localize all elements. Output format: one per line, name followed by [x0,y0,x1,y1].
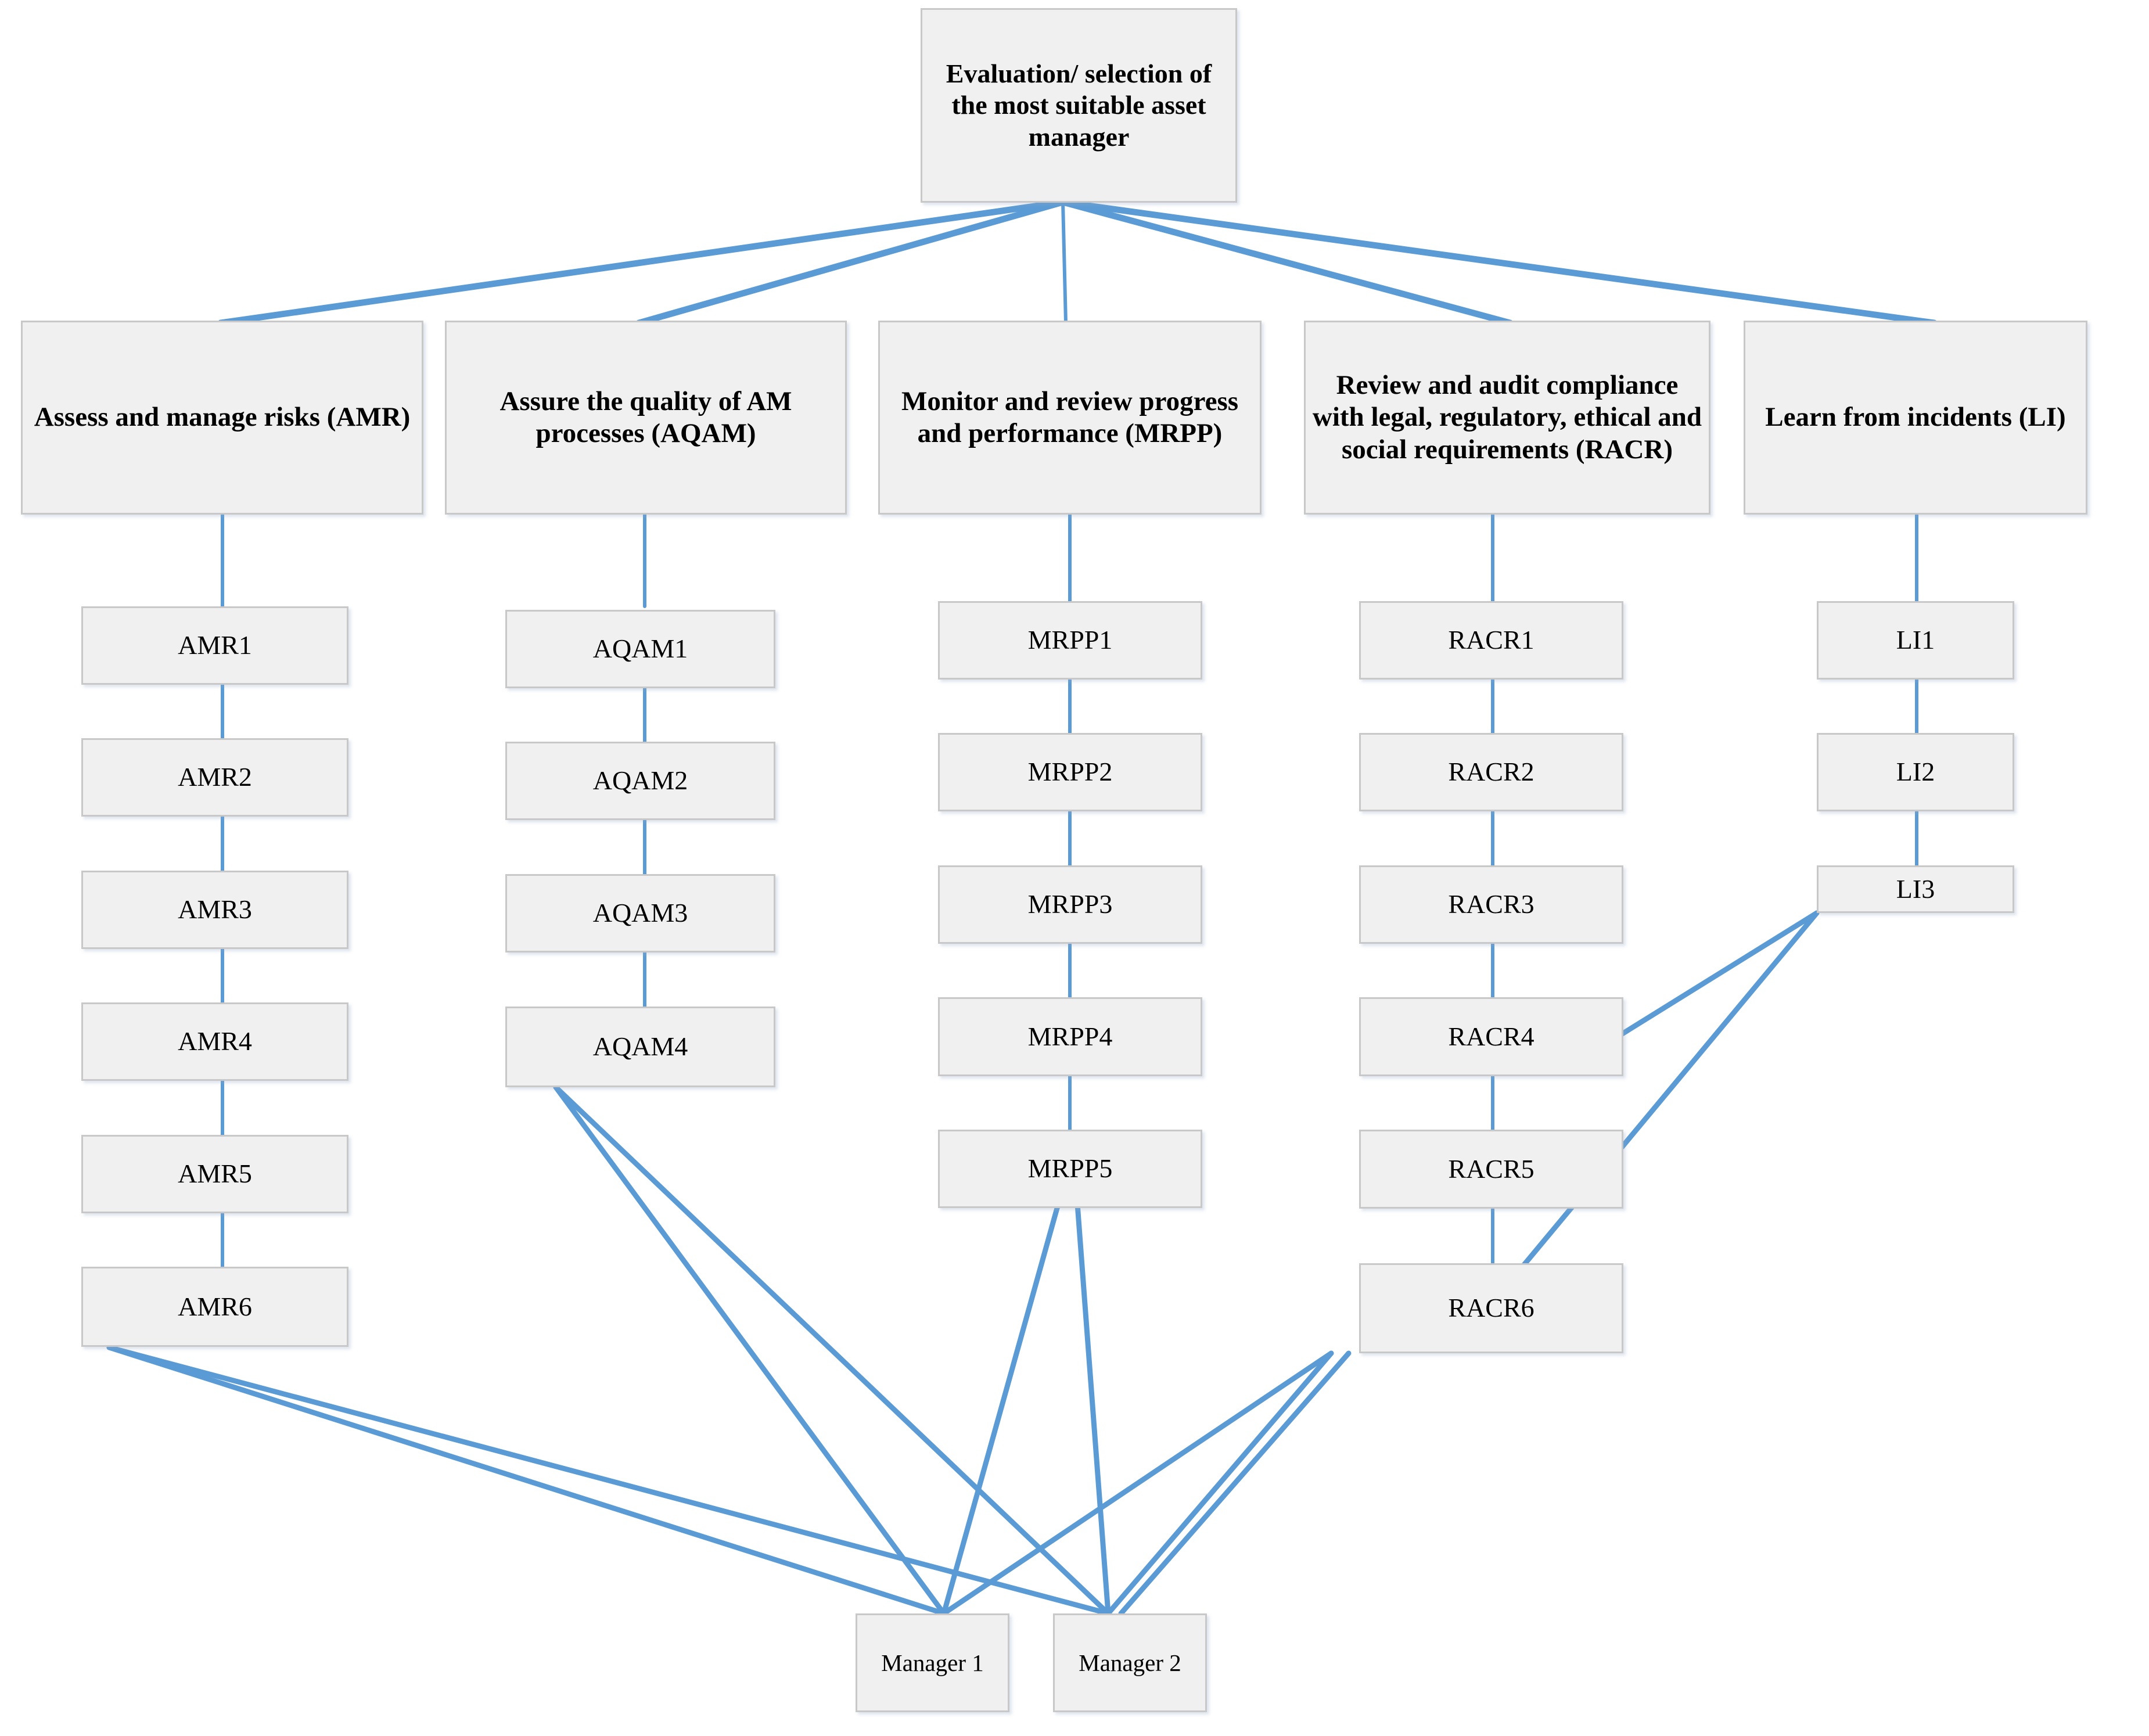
node-header-aqam-label: Assure the quality of AM processes (AQAM… [499,386,792,448]
node-manager-2-label: Manager 2 [1079,1649,1181,1676]
edge-li3-to-racr5 [1610,910,1820,1043]
node-header-mrpp[interactable]: Monitor and review progress and performa… [878,321,1262,515]
node-header-mrpp-label: Monitor and review progress and performa… [901,386,1239,448]
node-amr1[interactable]: AMR1 [81,606,348,685]
node-amr6[interactable]: AMR6 [81,1267,348,1347]
node-amr2-label: AMR2 [178,762,252,792]
edge-aqam4-to-manager1 [553,1084,947,1616]
node-racr2[interactable]: RACR2 [1359,733,1623,811]
node-amr4-label: AMR4 [178,1026,252,1056]
node-header-li[interactable]: Learn from incidents (LI) [1744,321,2087,515]
node-aqam1[interactable]: AQAM1 [505,610,775,688]
node-amr3[interactable]: AMR3 [81,871,348,949]
node-li3-label: LI3 [1896,874,1935,904]
edge-root-to-racr [1059,199,1514,326]
node-li1[interactable]: LI1 [1817,601,2014,680]
edge-root-to-mrpp [1061,200,1068,325]
node-li2[interactable]: LI2 [1817,733,2014,811]
node-aqam2-label: AQAM2 [592,765,688,796]
node-amr3-label: AMR3 [178,894,252,925]
node-mrpp3-label: MRPP3 [1027,889,1113,919]
edge-racr6-to-manager2-alt [1118,1350,1352,1616]
node-header-li-label: Learn from incidents (LI) [1765,402,2066,433]
node-header-aqam[interactable]: Assure the quality of AM processes (AQAM… [445,321,847,515]
node-manager-1[interactable]: Manager 1 [856,1613,1009,1712]
node-mrpp2-label: MRPP2 [1027,757,1113,787]
node-mrpp4[interactable]: MRPP4 [938,997,1202,1076]
node-li3[interactable]: LI3 [1817,865,2014,913]
node-racr4-label: RACR4 [1448,1021,1535,1051]
node-header-amr[interactable]: Assess and manage risks (AMR) [21,321,423,515]
node-li2-label: LI2 [1896,757,1935,787]
node-amr1-label: AMR1 [178,630,252,660]
node-aqam3-label: AQAM3 [592,898,688,928]
edge-mrpp5-to-manager1 [941,1147,1076,1616]
node-racr2-label: RACR2 [1448,757,1535,787]
node-mrpp1-label: MRPP1 [1027,625,1113,655]
edge-amr6-to-manager1 [106,1345,947,1616]
node-aqam4-label: AQAM4 [592,1031,688,1062]
node-amr5-label: AMR5 [178,1159,252,1189]
edge-mrpp5-to-manager2 [1070,1147,1111,1616]
node-racr5[interactable]: RACR5 [1359,1130,1623,1209]
node-racr3-label: RACR3 [1448,889,1535,919]
edge-root-to-li [1059,199,1938,326]
node-racr5-label: RACR5 [1448,1153,1535,1184]
node-racr4[interactable]: RACR4 [1359,997,1623,1076]
node-aqam2[interactable]: AQAM2 [505,742,775,820]
node-racr1-label: RACR1 [1448,625,1535,655]
node-mrpp4-label: MRPP4 [1027,1021,1113,1051]
node-aqam3[interactable]: AQAM3 [505,874,775,953]
node-mrpp1[interactable]: MRPP1 [938,601,1202,680]
node-amr6-label: AMR6 [178,1291,252,1321]
node-amr4[interactable]: AMR4 [81,1002,348,1081]
node-racr1[interactable]: RACR1 [1359,601,1623,680]
node-aqam1-label: AQAM1 [592,634,688,664]
node-aqam4[interactable]: AQAM4 [505,1007,775,1087]
node-li1-label: LI1 [1896,625,1935,655]
node-manager-2[interactable]: Manager 2 [1053,1613,1207,1712]
node-header-racr-label: Review and audit compliance with legal, … [1312,369,1702,465]
node-header-amr-label: Assess and manage risks (AMR) [34,402,411,433]
node-root[interactable]: Evaluation/ selection of the most suitab… [921,8,1237,203]
edge-amr6-to-manager2 [106,1345,1111,1616]
node-racr6[interactable]: RACR6 [1359,1263,1623,1353]
node-amr5[interactable]: AMR5 [81,1135,348,1213]
edge-root-to-aqam [635,199,1066,326]
node-racr6-label: RACR6 [1448,1293,1535,1323]
node-header-racr[interactable]: Review and audit compliance with legal, … [1304,321,1710,515]
node-manager-1-label: Manager 1 [881,1649,984,1676]
node-mrpp5-label: MRPP5 [1027,1153,1113,1184]
node-mrpp5[interactable]: MRPP5 [938,1130,1202,1208]
node-amr2[interactable]: AMR2 [81,738,348,817]
edge-racr6-to-manager2 [1105,1350,1334,1616]
node-mrpp3[interactable]: MRPP3 [938,865,1202,944]
edge-li3-to-racr6 [1514,910,1820,1276]
node-mrpp2[interactable]: MRPP2 [938,733,1202,811]
edge-root-to-amr [217,199,1066,326]
edge-racr6-to-manager1 [941,1350,1334,1616]
node-root-label: Evaluation/ selection of the most suitab… [946,59,1212,152]
node-racr3[interactable]: RACR3 [1359,865,1623,944]
